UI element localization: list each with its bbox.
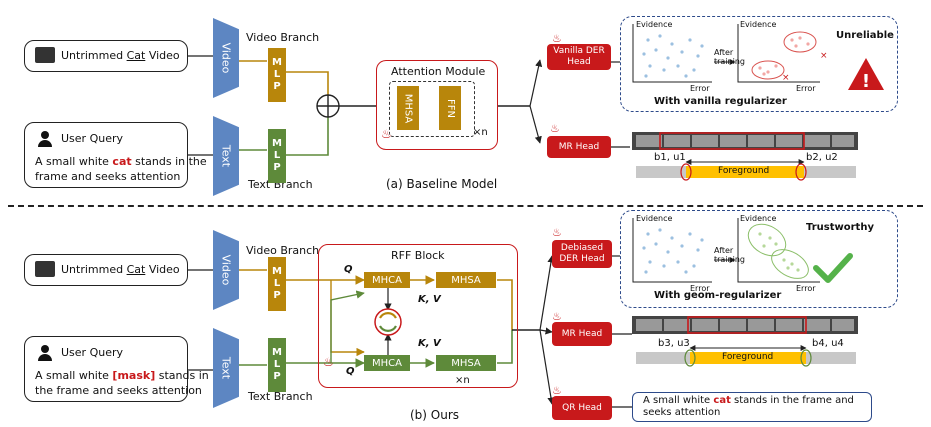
section-divider: [8, 205, 923, 207]
geom-regularizer-label: With geom-regularizer: [654, 290, 782, 301]
foreground-label-ours: Foreground: [722, 352, 774, 362]
qr-head: QR Head: [552, 396, 612, 420]
fire-icon: ♨: [552, 226, 562, 239]
rff-block-title: RFF Block: [391, 249, 445, 262]
text-encoder-ours: Text: [213, 328, 239, 408]
user-query-title-ours: User Query: [61, 346, 123, 359]
attention-module: Attention Module MHSA FFN ×n ♨: [376, 60, 498, 150]
error-axis-label-after-ours: Error: [796, 284, 816, 293]
mhsa-block: MHSA: [397, 86, 419, 130]
kv-label-bottom: K, V: [418, 338, 441, 349]
qr-text-line2: seeks attention: [643, 407, 721, 418]
user-query-box-ours: User Query A small white [mask] stands i…: [24, 336, 209, 402]
scatter-points-before: [642, 34, 704, 78]
qr-text-line1: A small white cat stands in the frame an…: [643, 395, 854, 406]
times-n-label-ours: ×n: [455, 375, 470, 386]
b4u4-label: b4, u4: [812, 338, 844, 349]
fire-icon: ♨: [323, 355, 334, 369]
evidence-axis-label-ours: Evidence: [636, 214, 673, 223]
fire-icon: ♨: [552, 384, 562, 397]
fire-icon: ♨: [550, 122, 560, 135]
mhsa-block-bottom: MHSA: [436, 355, 496, 371]
b3u3-label: b3, u3: [658, 338, 690, 349]
video-input-label: Untrimmed Cat Video: [61, 49, 180, 62]
svg-text:!: !: [862, 71, 870, 92]
mhca-block-top: MHCA: [364, 272, 410, 288]
fire-icon: ♨: [552, 32, 562, 45]
after-training-label-ours: After training: [714, 246, 745, 264]
error-axis-label-ours: Error: [690, 284, 710, 293]
query-text-line1: A small white cat stands in the: [35, 155, 207, 168]
user-query-box: User Query A small white cat stands in t…: [24, 122, 207, 188]
evidence-axis-label-after: Evidence: [740, 20, 777, 29]
video-branch-label-ours: Video Branch: [246, 244, 320, 257]
clapperboard-icon: [35, 261, 55, 277]
video-input-box-ours: Untrimmed Cat Video: [24, 254, 188, 286]
video-input-box: Untrimmed Cat Video: [24, 40, 188, 72]
mr-head: MR Head: [547, 136, 611, 158]
vanilla-regularizer-label: With vanilla regularizer: [654, 96, 787, 107]
text-branch-label: Text Branch: [248, 178, 313, 191]
fire-icon: ♨: [381, 127, 392, 141]
times-n-label: ×n: [473, 127, 488, 138]
trustworthy-label: Trustworthy: [806, 222, 874, 233]
unreliable-label: Unreliable: [836, 30, 894, 41]
geom-regularizer-panel: [620, 210, 898, 308]
evidence-axis-label-after-ours: Evidence: [740, 214, 777, 223]
video-encoder: Video: [213, 18, 239, 98]
b1u1-label: b1, u1: [654, 152, 686, 163]
mhca-block-bottom: MHCA: [364, 355, 410, 371]
query-text-line2-ours: the frame and seeks attention: [35, 384, 202, 397]
video-branch-label: Video Branch: [246, 31, 320, 44]
ours-caption: (b) Ours: [410, 408, 460, 422]
attention-inner-dashed: [389, 81, 475, 137]
query-text-line2: frame and seeks attention: [35, 170, 181, 183]
baseline-caption: (a) Baseline Model: [386, 177, 498, 191]
attention-module-title: Attention Module: [391, 65, 486, 78]
svg-text:×: ×: [820, 51, 828, 61]
error-axis-label-after: Error: [796, 84, 816, 93]
q-label-top: Q: [344, 264, 353, 275]
mr-head-ours: MR Head: [552, 322, 612, 346]
fire-icon: ♨: [552, 310, 562, 323]
text-branch-label-ours: Text Branch: [248, 390, 313, 403]
foreground-label: Foreground: [718, 166, 770, 176]
mhsa-block-top: MHSA: [436, 272, 496, 288]
vanilla-regularizer-panel: [620, 16, 898, 112]
reconstructed-query-box: A small white cat stands in the frame an…: [632, 392, 872, 422]
user-icon: [37, 345, 53, 361]
query-text-line1-ours: A small white [mask] stands in: [35, 369, 209, 382]
video-encoder-ours: Video: [213, 230, 239, 310]
debiased-der-head: Debiased DER Head: [552, 240, 612, 268]
b2u2-label: b2, u2: [806, 152, 838, 163]
kv-label-top: K, V: [418, 294, 441, 305]
text-encoder: Text: [213, 116, 239, 196]
evidence-axis-label: Evidence: [636, 20, 673, 29]
user-query-title: User Query: [61, 132, 123, 145]
vanilla-der-head: Vanilla DER Head: [547, 44, 611, 70]
clapperboard-icon: [35, 47, 55, 63]
scatter-points-before-ours: [642, 228, 704, 274]
ffn-block: FFN: [439, 86, 461, 130]
svg-text:×: ×: [782, 73, 790, 83]
rff-block: RFF Block ×n ♨: [318, 244, 518, 388]
user-icon: [37, 131, 53, 147]
video-input-label-ours: Untrimmed Cat Video: [61, 263, 180, 276]
after-training-label: After training: [714, 48, 745, 66]
error-axis-label: Error: [690, 84, 710, 93]
q-label-bottom: Q: [346, 366, 355, 377]
